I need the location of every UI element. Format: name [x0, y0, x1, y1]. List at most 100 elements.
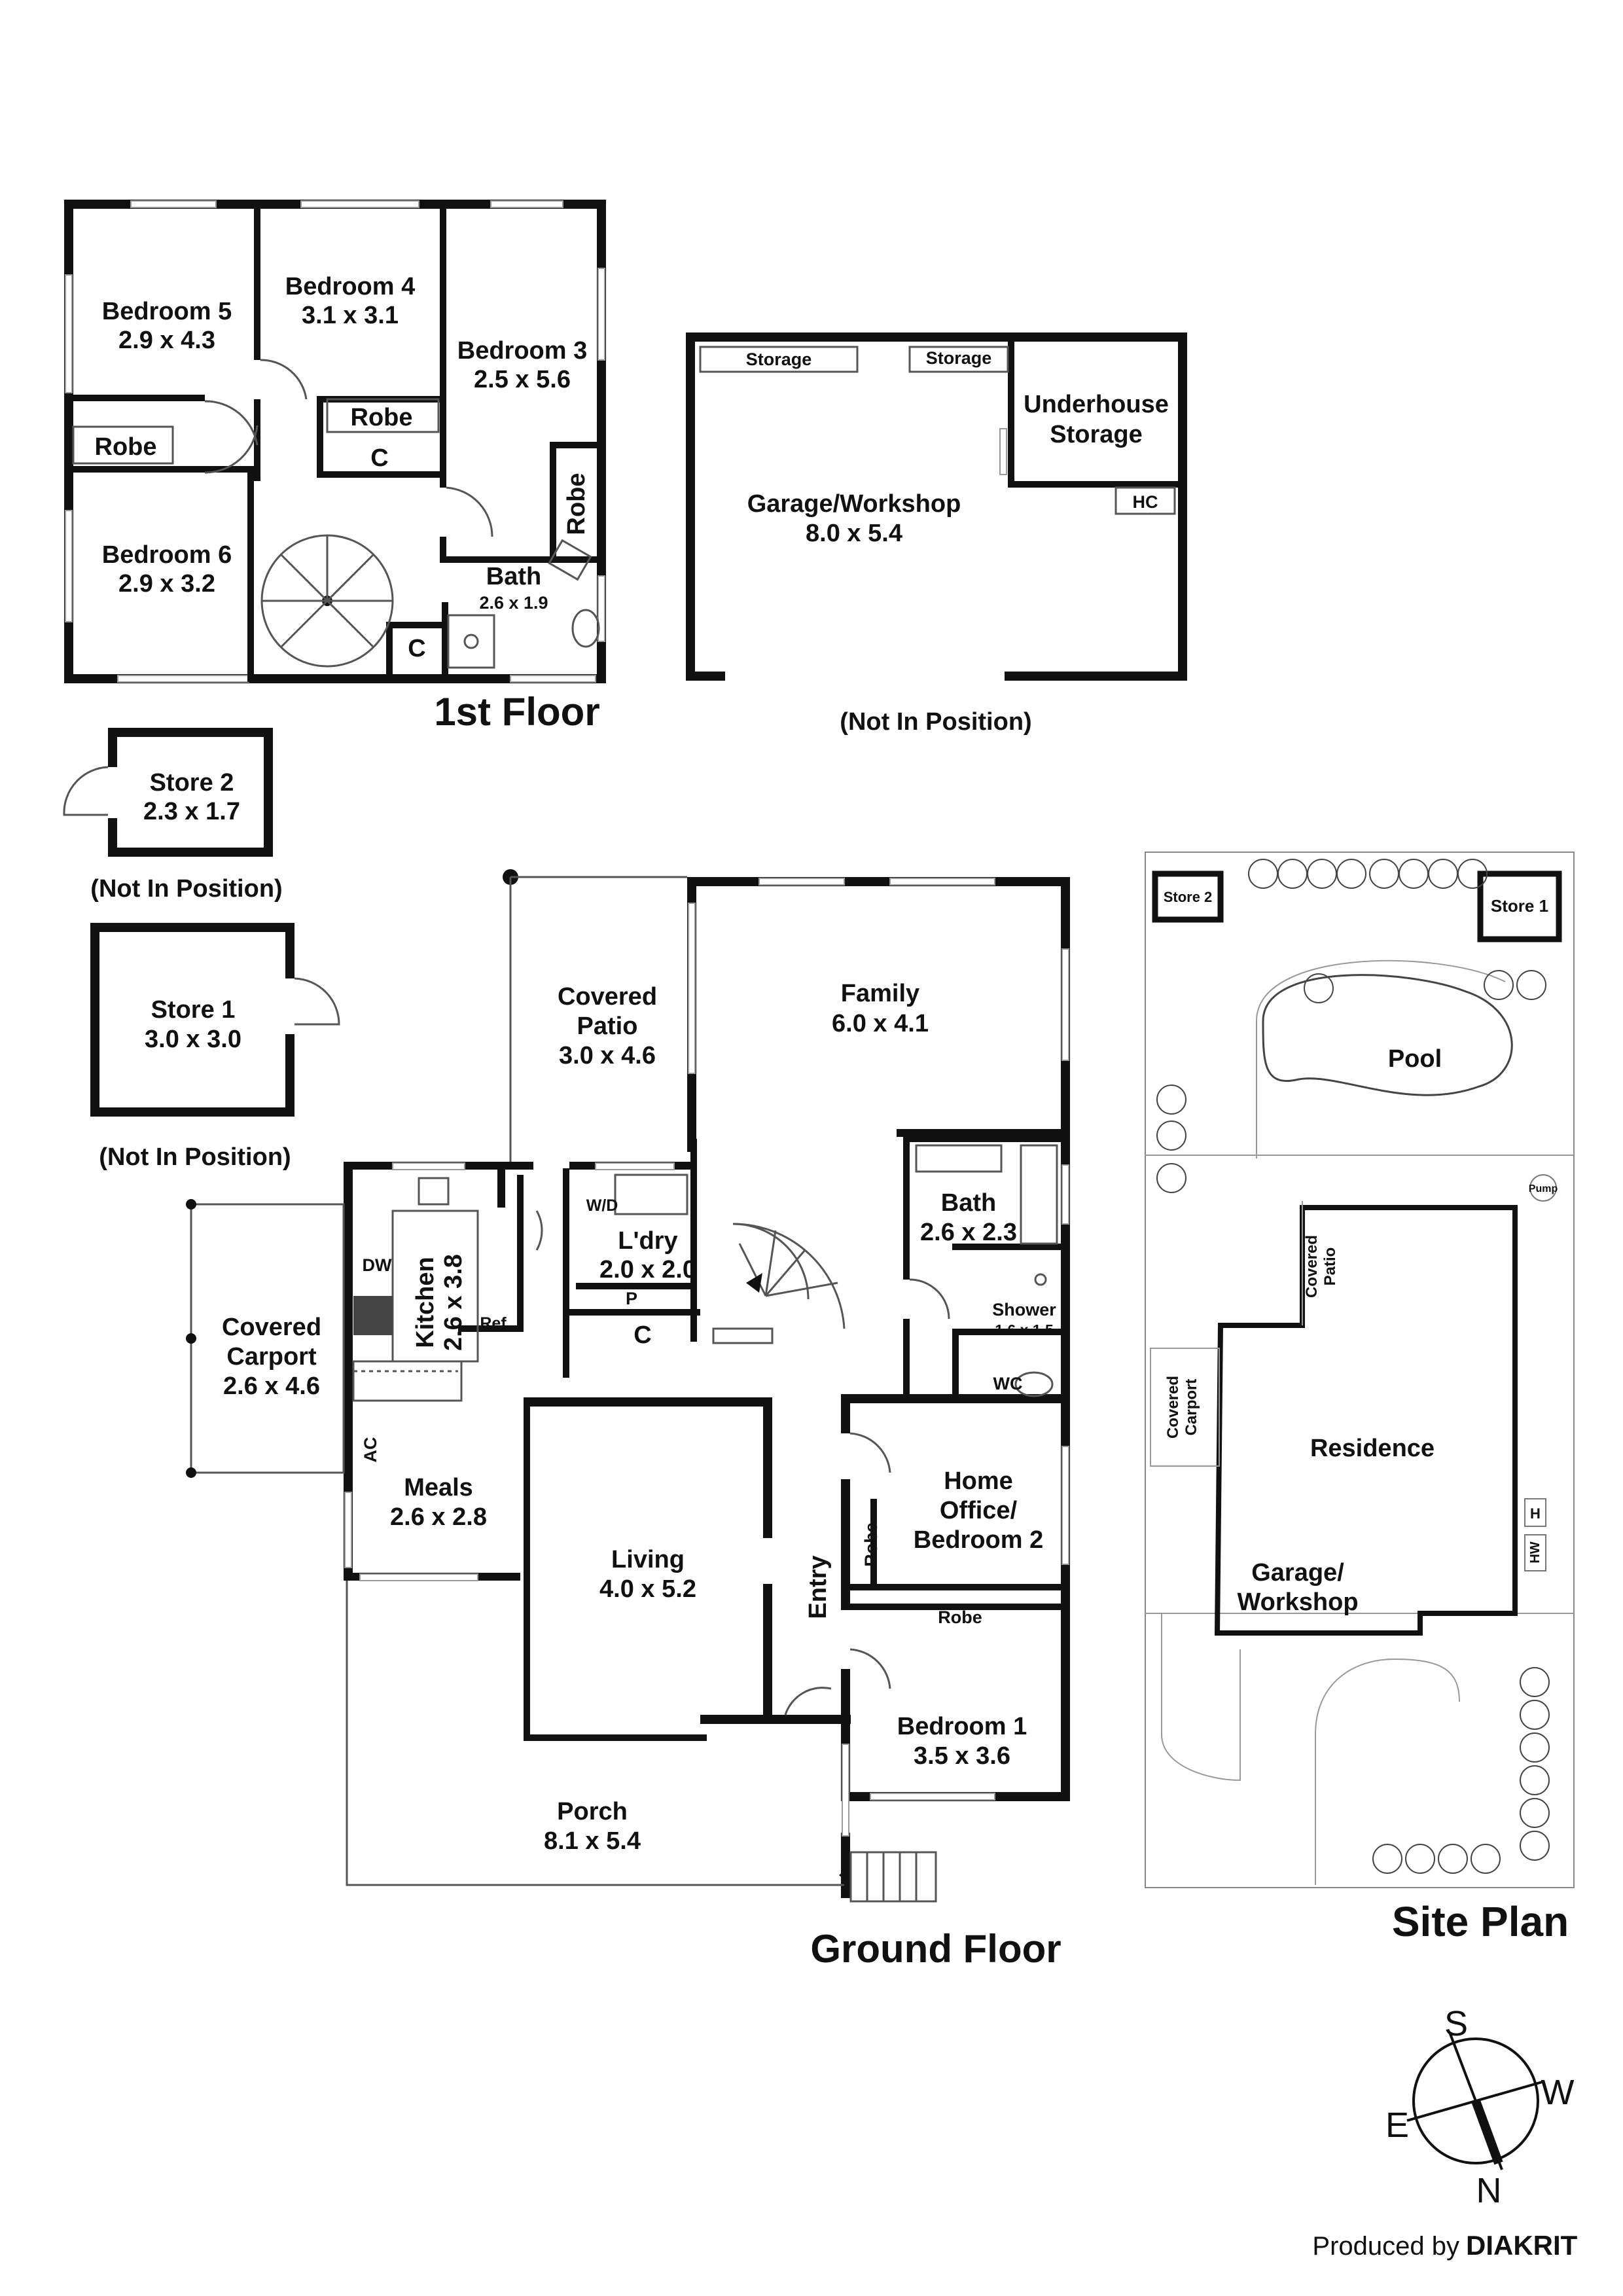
hw-box [1524, 1534, 1546, 1571]
wall [264, 728, 273, 857]
room-size: 2.5 x 5.6 [474, 366, 571, 393]
room-label: Living [611, 1546, 685, 1573]
window [117, 675, 249, 683]
driveway-edge [1161, 1613, 1241, 1782]
door-swing [63, 766, 109, 816]
room-size: 4.0 x 5.2 [599, 1575, 696, 1603]
room-label: Office/ [940, 1497, 1018, 1524]
storage-shelf [699, 346, 859, 373]
site-label: Pool [1388, 1045, 1442, 1073]
door-swing [849, 1432, 891, 1473]
front-steps [839, 1851, 937, 1903]
pump-icon [1529, 1174, 1557, 1202]
room-size: 2.6 x 2.8 [390, 1503, 487, 1531]
wall [576, 1283, 697, 1289]
site-label: Patio [1321, 1247, 1339, 1286]
not-in-position-note: (Not In Position) [99, 1143, 291, 1171]
door-swing [260, 359, 308, 400]
wall [952, 1329, 1063, 1335]
garage-plan: Storage Storage Underhouse Storage HC Ga… [686, 332, 1187, 736]
room-label: Bedroom 2 [914, 1526, 1043, 1554]
door-swing [784, 1687, 832, 1715]
room-size: 8.0 x 5.4 [806, 520, 902, 547]
window [889, 878, 995, 886]
wall [344, 1162, 353, 1581]
post-marker [186, 1199, 196, 1210]
wall [108, 818, 117, 857]
wall [903, 1319, 910, 1394]
wall [952, 1329, 959, 1394]
window [359, 1573, 478, 1581]
shower-tray [447, 614, 495, 669]
room-label: Carport [226, 1343, 317, 1371]
room-label: Family [841, 980, 919, 1007]
wall [841, 1584, 1067, 1590]
wall [1005, 672, 1187, 681]
wall [903, 1136, 910, 1280]
wall [440, 537, 446, 563]
site-label: Carport [1183, 1379, 1200, 1436]
post-marker [186, 1333, 196, 1344]
wall [524, 1397, 772, 1407]
wall [64, 395, 205, 401]
compass-ring [1412, 2037, 1539, 2164]
wall [64, 466, 257, 473]
window [595, 1162, 675, 1170]
window [597, 268, 605, 361]
post-marker [186, 1467, 196, 1478]
room-size: 3.5 x 3.6 [914, 1742, 1010, 1770]
robe-box [326, 398, 440, 433]
fridge-label: Ref. [480, 1314, 510, 1333]
underhouse-label: Storage [1050, 421, 1142, 448]
wall [254, 399, 260, 481]
storage-label: Storage [926, 348, 992, 368]
washer-dryer-label: W/D [586, 1196, 618, 1215]
window [1061, 948, 1069, 1061]
room-size: 2.9 x 3.2 [118, 570, 215, 598]
north-needle-icon [1471, 2099, 1503, 2165]
wall [90, 923, 99, 1117]
wall [563, 1168, 569, 1378]
wc-label: WC [993, 1374, 1023, 1393]
cupboard-label: C [633, 1321, 651, 1349]
toilet-icon [1014, 1371, 1054, 1397]
wall [903, 1136, 1063, 1142]
room-label: L'dry [618, 1227, 677, 1255]
site-carport-outline [1150, 1348, 1220, 1467]
wall [563, 1309, 700, 1316]
laundry-tub [614, 1174, 688, 1215]
wall [686, 332, 1187, 342]
wall [524, 1734, 707, 1741]
wall [317, 396, 323, 478]
window [1061, 1164, 1069, 1225]
room-label: Meals [404, 1474, 473, 1501]
wall [108, 848, 273, 857]
vanity-basin [915, 1144, 1003, 1173]
wall [108, 728, 273, 737]
room-label: Bedroom 5 [102, 298, 232, 325]
garden-bed-edge [1315, 1658, 1460, 1885]
room-size: 8.1 x 5.4 [544, 1827, 641, 1855]
ground-floor-plan: Covered Patio 3.0 x 4.6 Family 6.0 x 4.1… [186, 869, 1070, 1971]
room-label: Home [944, 1467, 1013, 1495]
floor-title: Ground Floor [810, 1927, 1061, 1971]
site-store-1 [1477, 870, 1562, 942]
site-boundary [1145, 852, 1575, 1888]
door-swing [446, 486, 493, 537]
entry-label: Entry [804, 1555, 832, 1619]
site-label: HW [1528, 1541, 1543, 1563]
compass-west: W [1541, 2073, 1575, 2112]
wall [497, 1162, 505, 1208]
wall [108, 728, 117, 767]
room-size: 2.6 x 1.9 [479, 593, 548, 613]
room-label: Kitchen [412, 1257, 439, 1348]
pool-outline [1262, 974, 1513, 1096]
not-in-position-note: (Not In Position) [840, 708, 1031, 736]
window [688, 903, 696, 1074]
room-label: 3.1 x 3.1 [302, 302, 399, 329]
cooktop-icon [353, 1296, 393, 1335]
window [510, 675, 596, 683]
door-swing [294, 977, 340, 1026]
store2-plan: Store 2 2.3 x 1.7 (Not In Position) [63, 728, 283, 903]
